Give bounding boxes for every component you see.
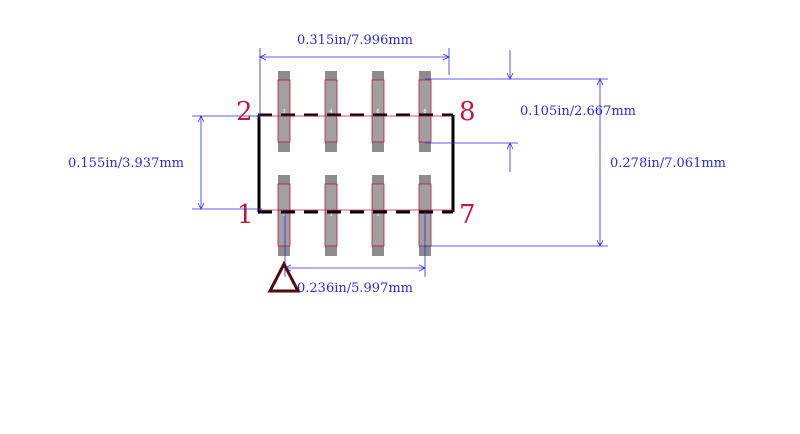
pin-label-7: 7 xyxy=(459,200,476,230)
dimension-label-pad-span: 0.236in/5.997mm xyxy=(297,281,413,296)
pad-number: 6 xyxy=(376,109,379,115)
pad-bottom-1: 1 xyxy=(277,175,291,256)
dimension-lead-length xyxy=(425,50,608,172)
dimension-overall-length xyxy=(425,78,608,247)
pin-label-2: 2 xyxy=(236,97,253,127)
pad-number: 5 xyxy=(376,212,379,218)
triangle-icon xyxy=(267,260,301,293)
pad-number: 3 xyxy=(329,212,332,218)
pin-label-1: 1 xyxy=(237,200,254,230)
pad-bottom-3: 5 xyxy=(371,175,385,256)
pads-top-row: 2 4 6 8 xyxy=(277,71,432,152)
dimension-label-lead-length: 0.105in/2.667mm xyxy=(520,104,636,119)
dimension-label-body-length: 0.155in/3.937mm xyxy=(68,156,184,171)
pad-number: 1 xyxy=(282,212,285,218)
body-edge-lines xyxy=(259,115,453,211)
dimension-body-width xyxy=(259,48,450,118)
pad-top-1: 2 xyxy=(277,71,291,152)
pads-bottom-row: 1 3 5 7 xyxy=(277,175,432,256)
pad-number: 4 xyxy=(329,109,332,115)
dimension-pad-span xyxy=(284,212,426,277)
pad-number: 2 xyxy=(282,109,285,115)
pad-number: 8 xyxy=(423,109,426,115)
pad-bottom-2: 3 xyxy=(324,175,338,256)
body-outline xyxy=(257,113,455,214)
dimension-body-length xyxy=(192,115,262,210)
dimension-label-overall-length: 0.278in/7.061mm xyxy=(610,156,726,171)
pad-top-2: 4 xyxy=(324,71,338,152)
pin-label-8: 8 xyxy=(459,97,476,127)
pad-top-3: 6 xyxy=(371,71,385,152)
dimension-label-body-width: 0.315in/7.996mm xyxy=(297,33,413,48)
pad-top-4: 8 xyxy=(418,71,432,152)
